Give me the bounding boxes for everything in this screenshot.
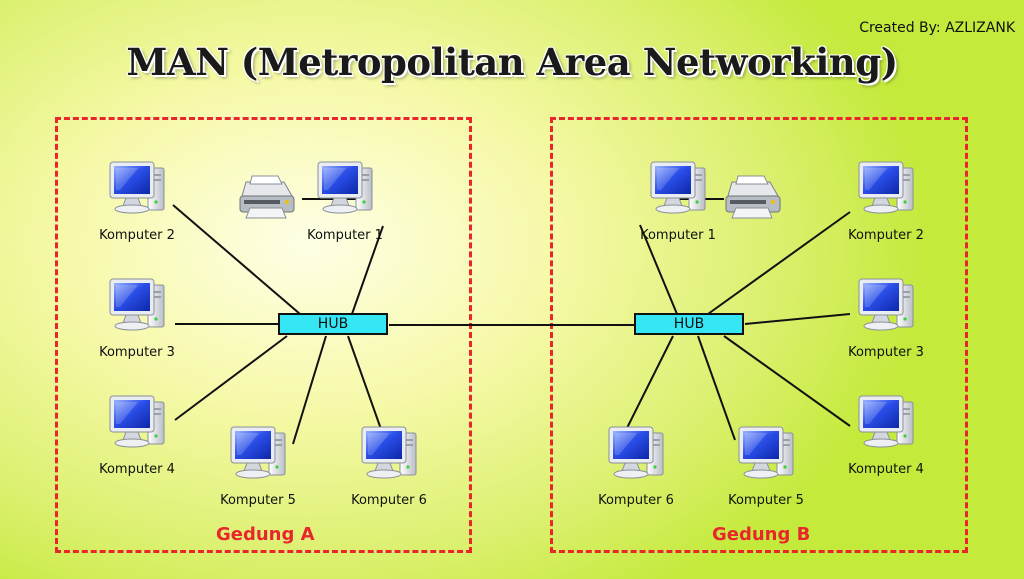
computer-node: Komputer 5 <box>716 425 816 515</box>
building-a-label: Gedung A <box>216 524 315 545</box>
computer-node: Komputer 2 <box>836 160 936 250</box>
computer-icon <box>229 425 287 483</box>
link-b-komputer-2 <box>707 211 851 315</box>
link-a-komputer-5 <box>292 335 327 445</box>
computer-label: Komputer 6 <box>598 493 674 508</box>
computer-node: Komputer 2 <box>87 160 187 250</box>
computer-node: Komputer 4 <box>87 394 187 484</box>
computer-node: Komputer 4 <box>836 394 936 484</box>
computer-icon <box>607 425 665 483</box>
credit-text: Created By: AZLIZANK <box>859 20 1015 36</box>
computer-icon <box>108 160 166 218</box>
printer-icon <box>234 170 300 220</box>
computer-label: Komputer 4 <box>848 462 924 477</box>
computer-icon <box>108 277 166 335</box>
computer-label: Komputer 5 <box>220 493 296 508</box>
computer-icon <box>857 160 915 218</box>
diagram-title: MAN (Metropolitan Area Networking) <box>126 40 898 84</box>
computer-icon <box>360 425 418 483</box>
building-b-label: Gedung B <box>712 524 811 545</box>
computer-node: Komputer 1 <box>628 160 728 250</box>
link-a-komputer-6 <box>347 335 383 433</box>
computer-node: Komputer 6 <box>339 425 439 515</box>
computer-node: Komputer 3 <box>836 277 936 367</box>
link-a-komputer-1 <box>351 225 384 315</box>
computer-node: Komputer 3 <box>87 277 187 367</box>
hub-building-a: HUB <box>278 313 388 335</box>
computer-label: Komputer 6 <box>351 493 427 508</box>
hub-building-b: HUB <box>634 313 744 335</box>
building-b-boundary <box>550 117 968 553</box>
computer-icon <box>316 160 374 218</box>
link-b-komputer-1 <box>639 224 678 315</box>
computer-label: Komputer 3 <box>848 345 924 360</box>
link-a-komputer-2 <box>172 204 301 315</box>
computer-node: Komputer 1 <box>295 160 395 250</box>
computer-node: Komputer 5 <box>208 425 308 515</box>
link-b-komputer-4 <box>723 335 851 427</box>
link-b-komputer-5 <box>697 335 736 441</box>
computer-icon <box>857 394 915 452</box>
computer-icon <box>737 425 795 483</box>
computer-label: Komputer 1 <box>307 228 383 243</box>
computer-label: Komputer 3 <box>99 345 175 360</box>
computer-label: Komputer 2 <box>99 228 175 243</box>
computer-label: Komputer 1 <box>640 228 716 243</box>
computer-label: Komputer 2 <box>848 228 924 243</box>
computer-icon <box>857 277 915 335</box>
link-a-komputer-4 <box>174 335 288 421</box>
computer-label: Komputer 5 <box>728 493 804 508</box>
building-a-boundary <box>55 117 472 553</box>
computer-icon <box>649 160 707 218</box>
computer-label: Komputer 4 <box>99 462 175 477</box>
link-b-komputer-3 <box>744 313 851 325</box>
computer-icon <box>108 394 166 452</box>
printer-icon <box>720 170 786 220</box>
computer-node: Komputer 6 <box>586 425 686 515</box>
link-b-komputer-6 <box>625 335 674 431</box>
